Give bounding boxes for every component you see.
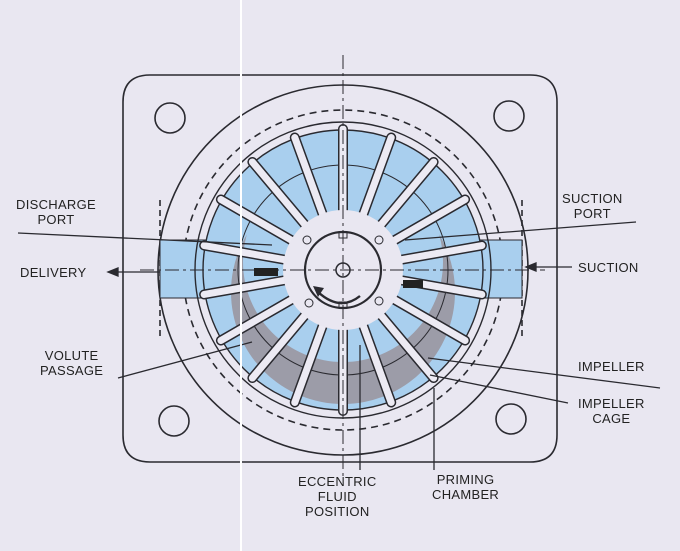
- impeller-vane: [217, 294, 299, 344]
- label-line: POSITION: [305, 504, 370, 519]
- impeller-vane: [291, 134, 328, 222]
- label-impeller: IMPELLER: [578, 359, 645, 374]
- discharge-port-edge: [254, 268, 278, 276]
- label-line: PORT: [37, 212, 75, 227]
- leader-impeller: [427, 357, 661, 389]
- hub-hole: [374, 235, 384, 245]
- impeller-vane: [358, 318, 395, 406]
- impeller-vane: [248, 158, 312, 232]
- rotation-arrowhead-icon: [313, 286, 324, 297]
- bolt-hole: [154, 102, 186, 134]
- leader-suction-port: [404, 221, 637, 241]
- impeller-vane: [393, 242, 486, 264]
- hub-hole: [304, 298, 314, 308]
- label-line: VOLUTE: [44, 348, 99, 363]
- leader-impeller-cage: [429, 374, 569, 404]
- suction-port-edge: [403, 280, 423, 288]
- hub-hole: [374, 296, 384, 306]
- label-line: PRIMING: [436, 472, 495, 487]
- pump-casing-plate: [122, 74, 558, 463]
- label-line: FLUID: [317, 489, 357, 504]
- delivery-arrow-icon: [106, 267, 119, 277]
- suction-arrow-icon: [524, 262, 537, 272]
- bolt-hole: [493, 100, 525, 132]
- impeller-vane: [200, 276, 293, 298]
- label-line: CHAMBER: [432, 487, 500, 502]
- label-line: DISCHARGE: [16, 197, 96, 212]
- label-suction: SUCTION: [578, 260, 639, 275]
- key: [338, 301, 348, 309]
- label-line: SUCTION: [562, 191, 623, 206]
- scan-artifact-line: [240, 0, 242, 551]
- bolt-hole: [495, 403, 527, 435]
- label-delivery: DELIVERY: [20, 265, 87, 280]
- bolt-hole: [158, 405, 190, 437]
- impeller-vane: [291, 318, 328, 406]
- impeller-vane: [374, 308, 438, 382]
- label-line: PASSAGE: [40, 363, 104, 378]
- impeller-vane: [248, 308, 312, 382]
- leader-volute-passage: [117, 341, 253, 379]
- hub-hole: [302, 235, 312, 245]
- leader-discharge-port: [17, 232, 273, 246]
- label-line: IMPELLER: [578, 396, 645, 411]
- impeller-vane: [358, 134, 395, 222]
- impeller-vane: [200, 242, 293, 264]
- impeller-vane: [387, 196, 469, 246]
- label-line: PORT: [573, 206, 611, 221]
- impeller-vane: [387, 294, 469, 344]
- impeller-vane: [374, 158, 438, 232]
- key: [338, 231, 348, 239]
- label-line: CAGE: [592, 411, 631, 426]
- impeller-vane: [217, 196, 299, 246]
- label-line: ECCENTRIC: [298, 474, 377, 489]
